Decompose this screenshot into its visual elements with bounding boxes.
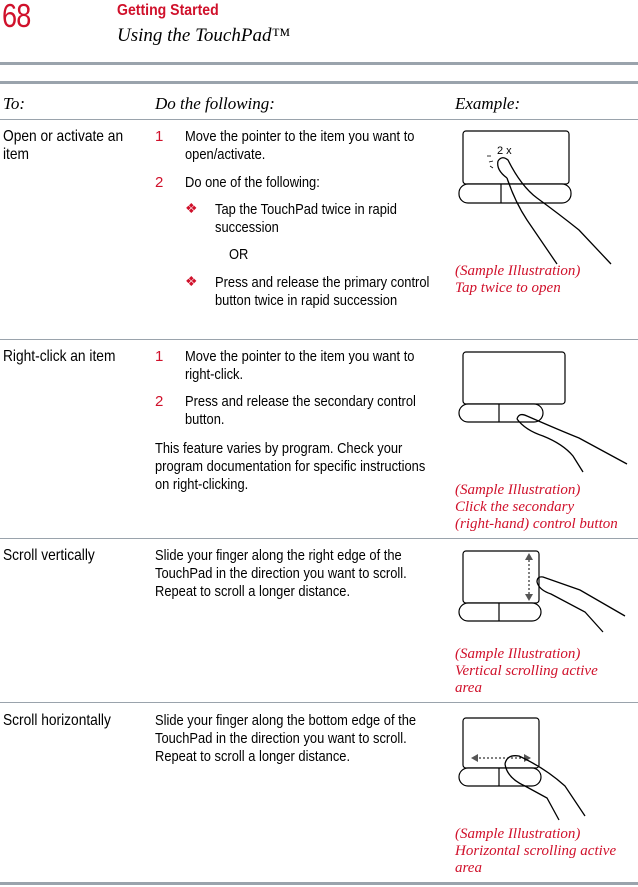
tap-count-label: 2 x bbox=[497, 145, 512, 157]
header-divider bbox=[0, 119, 638, 120]
caption-line: Horizontal scrolling active bbox=[455, 843, 617, 859]
task-right-click: Right-click an item bbox=[3, 348, 116, 365]
row-divider bbox=[0, 702, 638, 703]
task-scroll-vertically: Scroll vertically bbox=[3, 547, 95, 564]
header-rule bbox=[0, 62, 638, 65]
right-click-illustration bbox=[458, 351, 628, 473]
down-arrow-icon bbox=[525, 594, 533, 601]
row-divider bbox=[0, 339, 638, 340]
column-header-do: Do the following: bbox=[155, 94, 275, 113]
step-number: 1 bbox=[155, 128, 164, 145]
page-number: 68 bbox=[2, 0, 31, 34]
column-header-example: Example: bbox=[455, 94, 521, 113]
caption-line: Vertical scrolling active bbox=[455, 663, 598, 679]
left-arrow-icon bbox=[471, 754, 478, 762]
column-header-to: To: bbox=[3, 94, 26, 113]
bullet-text: Press and release the primary control bu… bbox=[215, 274, 430, 309]
chapter-title: Getting Started bbox=[117, 2, 219, 19]
vertical-scroll-illustration bbox=[458, 550, 626, 633]
up-arrow-icon bbox=[525, 553, 533, 560]
caption-line: (Sample Illustration) bbox=[455, 263, 581, 279]
note-text: This feature varies by program. Check yo… bbox=[155, 440, 426, 493]
caption-line: (Sample Illustration) bbox=[455, 646, 581, 662]
caption-line: area bbox=[455, 680, 482, 696]
step-text: Do one of the following: bbox=[185, 174, 320, 191]
task-open-activate: Open or activate an item bbox=[3, 128, 124, 163]
step-number: 1 bbox=[155, 348, 164, 365]
caption-line: (Sample Illustration) bbox=[455, 826, 581, 842]
step-text: Move the pointer to the item you want to… bbox=[185, 128, 415, 163]
bullet-diamond-icon: ❖ bbox=[185, 202, 198, 217]
step-number: 2 bbox=[155, 393, 164, 410]
task-scroll-horizontally: Scroll horizontally bbox=[3, 712, 111, 729]
caption-line: (right-hand) control button bbox=[455, 516, 618, 532]
description-text: Slide your finger along the bottom edge … bbox=[155, 712, 417, 765]
caption-line: (Sample Illustration) bbox=[455, 482, 581, 498]
row-divider bbox=[0, 538, 638, 539]
bullet-diamond-icon: ❖ bbox=[185, 275, 198, 290]
caption-line: Tap twice to open bbox=[455, 280, 561, 296]
step-number: 2 bbox=[155, 174, 164, 191]
caption-line: area bbox=[455, 860, 482, 876]
tap-twice-illustration: 2 x bbox=[458, 130, 612, 265]
step-text: Move the pointer to the item you want to… bbox=[185, 348, 415, 383]
step-text: Press and release the secondary control … bbox=[185, 393, 416, 428]
section-subtitle: Using the TouchPad™ bbox=[117, 25, 291, 46]
or-separator: OR bbox=[229, 246, 249, 263]
description-text: Slide your finger along the right edge o… bbox=[155, 547, 407, 600]
horizontal-scroll-illustration bbox=[458, 717, 586, 821]
table-bottom-rule bbox=[0, 882, 638, 885]
right-arrow-icon bbox=[524, 754, 531, 762]
caption-line: Click the secondary bbox=[455, 499, 575, 515]
bullet-text: Tap the TouchPad twice in rapid successi… bbox=[215, 201, 397, 236]
table-top-rule bbox=[0, 81, 638, 84]
